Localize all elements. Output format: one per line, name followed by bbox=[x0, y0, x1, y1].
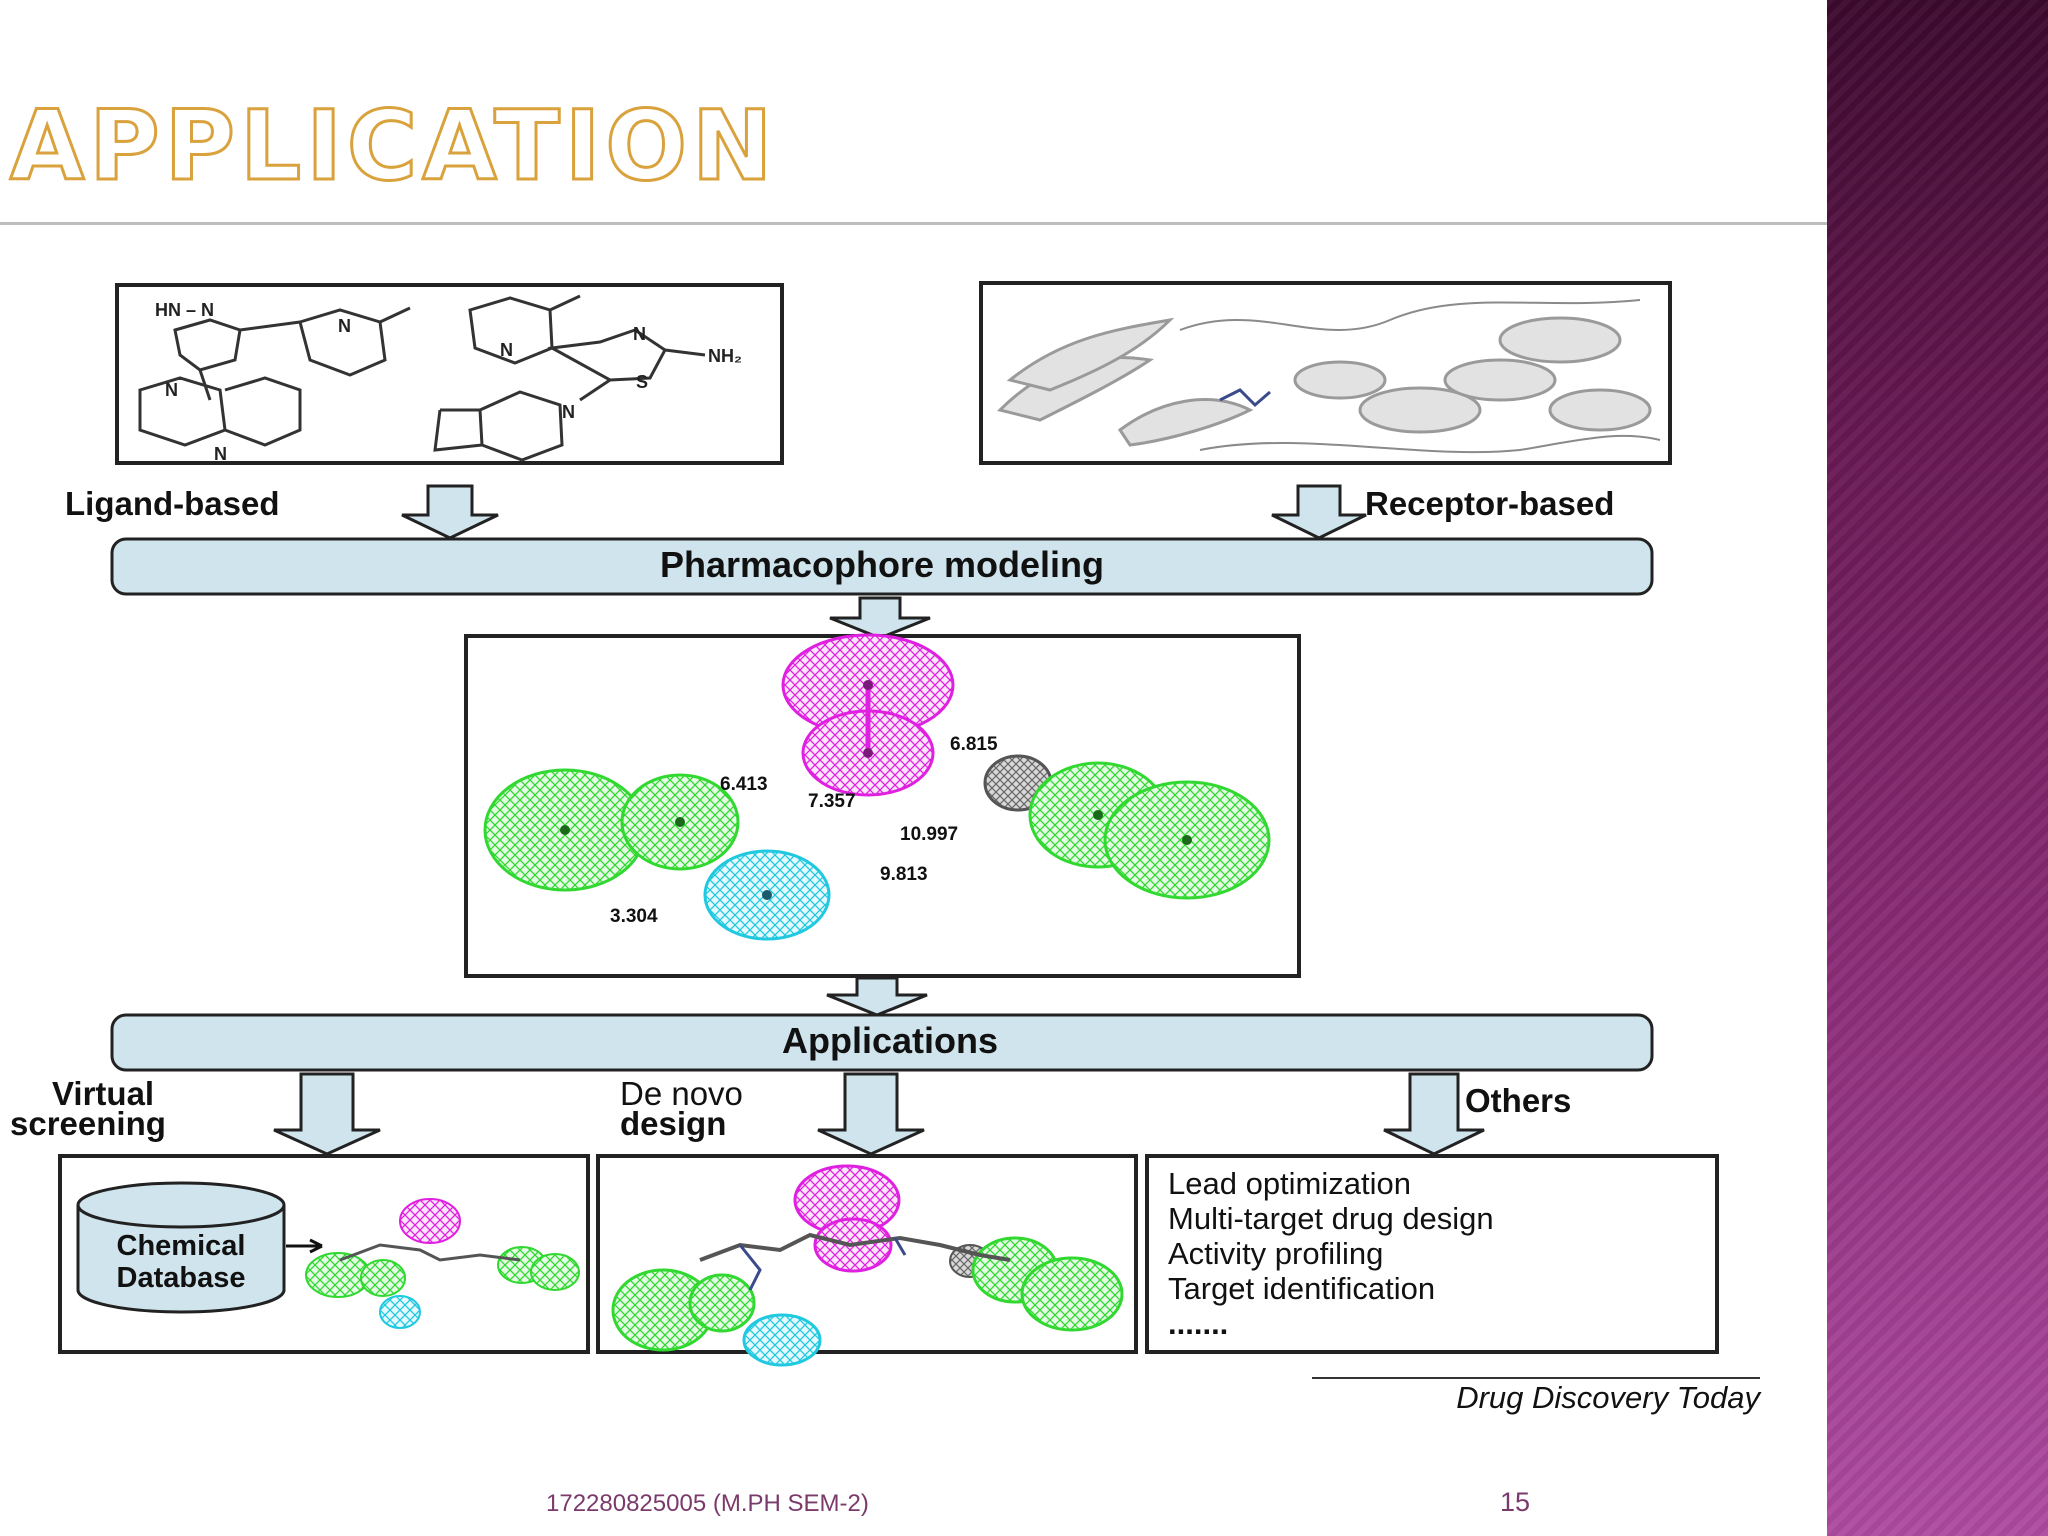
atom-label-n: N bbox=[214, 444, 227, 464]
slide-title: APPLICATION bbox=[8, 90, 778, 202]
virtual-screening-label-line2: screening bbox=[10, 1105, 166, 1142]
distance-label: 10.997 bbox=[900, 824, 958, 845]
pharmacophore-modeling-bar bbox=[110, 537, 1654, 596]
de-novo-label-line1: De novo bbox=[620, 1075, 743, 1112]
other-application-item: Activity profiling bbox=[1168, 1236, 1383, 1271]
screening-hit-overlay bbox=[305, 1198, 580, 1329]
database-label-line1: Chemical bbox=[117, 1230, 246, 1262]
atom-label-n: N bbox=[633, 324, 646, 344]
ligand-structures-panel: HN – N N N N N N S NH₂ N bbox=[115, 283, 784, 465]
decorative-side-panel bbox=[1827, 0, 2048, 1536]
page-number: 15 bbox=[1500, 1487, 1531, 1517]
virtual-screening-label-line1: Virtual bbox=[52, 1075, 154, 1112]
applications-bar bbox=[110, 1013, 1654, 1072]
arrow-right-icon bbox=[286, 1238, 323, 1254]
database-label-line2: Database bbox=[117, 1262, 246, 1294]
arrow-to-pharmacophore-model bbox=[829, 596, 931, 640]
de-novo-design-panel bbox=[596, 1154, 1138, 1367]
pharmacophore-figure: HN – N N N N N N S NH₂ N bbox=[10, 281, 1762, 1415]
distance-label: 6.413 bbox=[720, 774, 768, 795]
ligand-molecule-2: N N S NH₂ N bbox=[433, 294, 742, 462]
source-credit: Drug Discovery Today bbox=[1456, 1380, 1762, 1415]
protein-ribbon bbox=[997, 316, 1652, 447]
atom-label-n: N bbox=[500, 340, 513, 360]
arrow-to-applications bbox=[826, 976, 928, 1017]
receptor-structure-panel bbox=[979, 281, 1672, 465]
atom-label-s: S bbox=[636, 372, 648, 392]
virtual-screening-panel: Chemical Database bbox=[58, 1154, 590, 1354]
distance-label: 9.813 bbox=[880, 864, 928, 885]
pharmacophore-model-panel: 6.815 6.413 7.357 10.997 9.813 3.304 bbox=[464, 633, 1301, 978]
other-applications-panel: Lead optimization Multi-target drug desi… bbox=[1145, 1154, 1719, 1354]
others-arrow bbox=[1383, 1072, 1485, 1156]
atom-label-nh2: NH₂ bbox=[708, 346, 742, 366]
pharmacophore-features bbox=[483, 633, 1271, 941]
receptor-based-label: Receptor-based bbox=[1365, 485, 1614, 522]
applications-label: Applications bbox=[782, 1020, 998, 1061]
pharmacophore-modeling-label: Pharmacophore modeling bbox=[660, 544, 1104, 585]
atom-label-n: N bbox=[338, 316, 351, 336]
other-application-item: Multi-target drug design bbox=[1168, 1201, 1494, 1236]
others-label: Others bbox=[1465, 1082, 1571, 1119]
other-application-item: Lead optimization bbox=[1168, 1166, 1411, 1201]
ligand-based-label: Ligand-based bbox=[65, 485, 280, 522]
distance-label: 7.357 bbox=[808, 791, 856, 812]
chemical-database-cylinder: Chemical Database bbox=[76, 1181, 286, 1314]
atom-label-hn-n: HN – N bbox=[155, 300, 214, 320]
slide-footer: 172280825005 (M.PH SEM-2) bbox=[546, 1490, 869, 1517]
distance-label: 3.304 bbox=[610, 906, 658, 927]
de-novo-arrow bbox=[817, 1072, 925, 1156]
other-application-item: ....... bbox=[1168, 1306, 1228, 1341]
other-application-item: Target identification bbox=[1168, 1271, 1435, 1306]
virtual-screening-arrow bbox=[273, 1072, 381, 1156]
ligand-molecule-1: HN – N N N N bbox=[138, 300, 411, 464]
title-divider bbox=[0, 222, 1827, 225]
ligand-arrow bbox=[401, 484, 499, 540]
distance-label: 6.815 bbox=[950, 734, 998, 755]
designed-ligand-backbone bbox=[699, 1232, 1011, 1262]
de-novo-label-line2: design bbox=[620, 1105, 726, 1142]
receptor-arrow bbox=[1271, 484, 1367, 540]
atom-label-n: N bbox=[562, 402, 575, 422]
atom-label-n: N bbox=[165, 380, 178, 400]
